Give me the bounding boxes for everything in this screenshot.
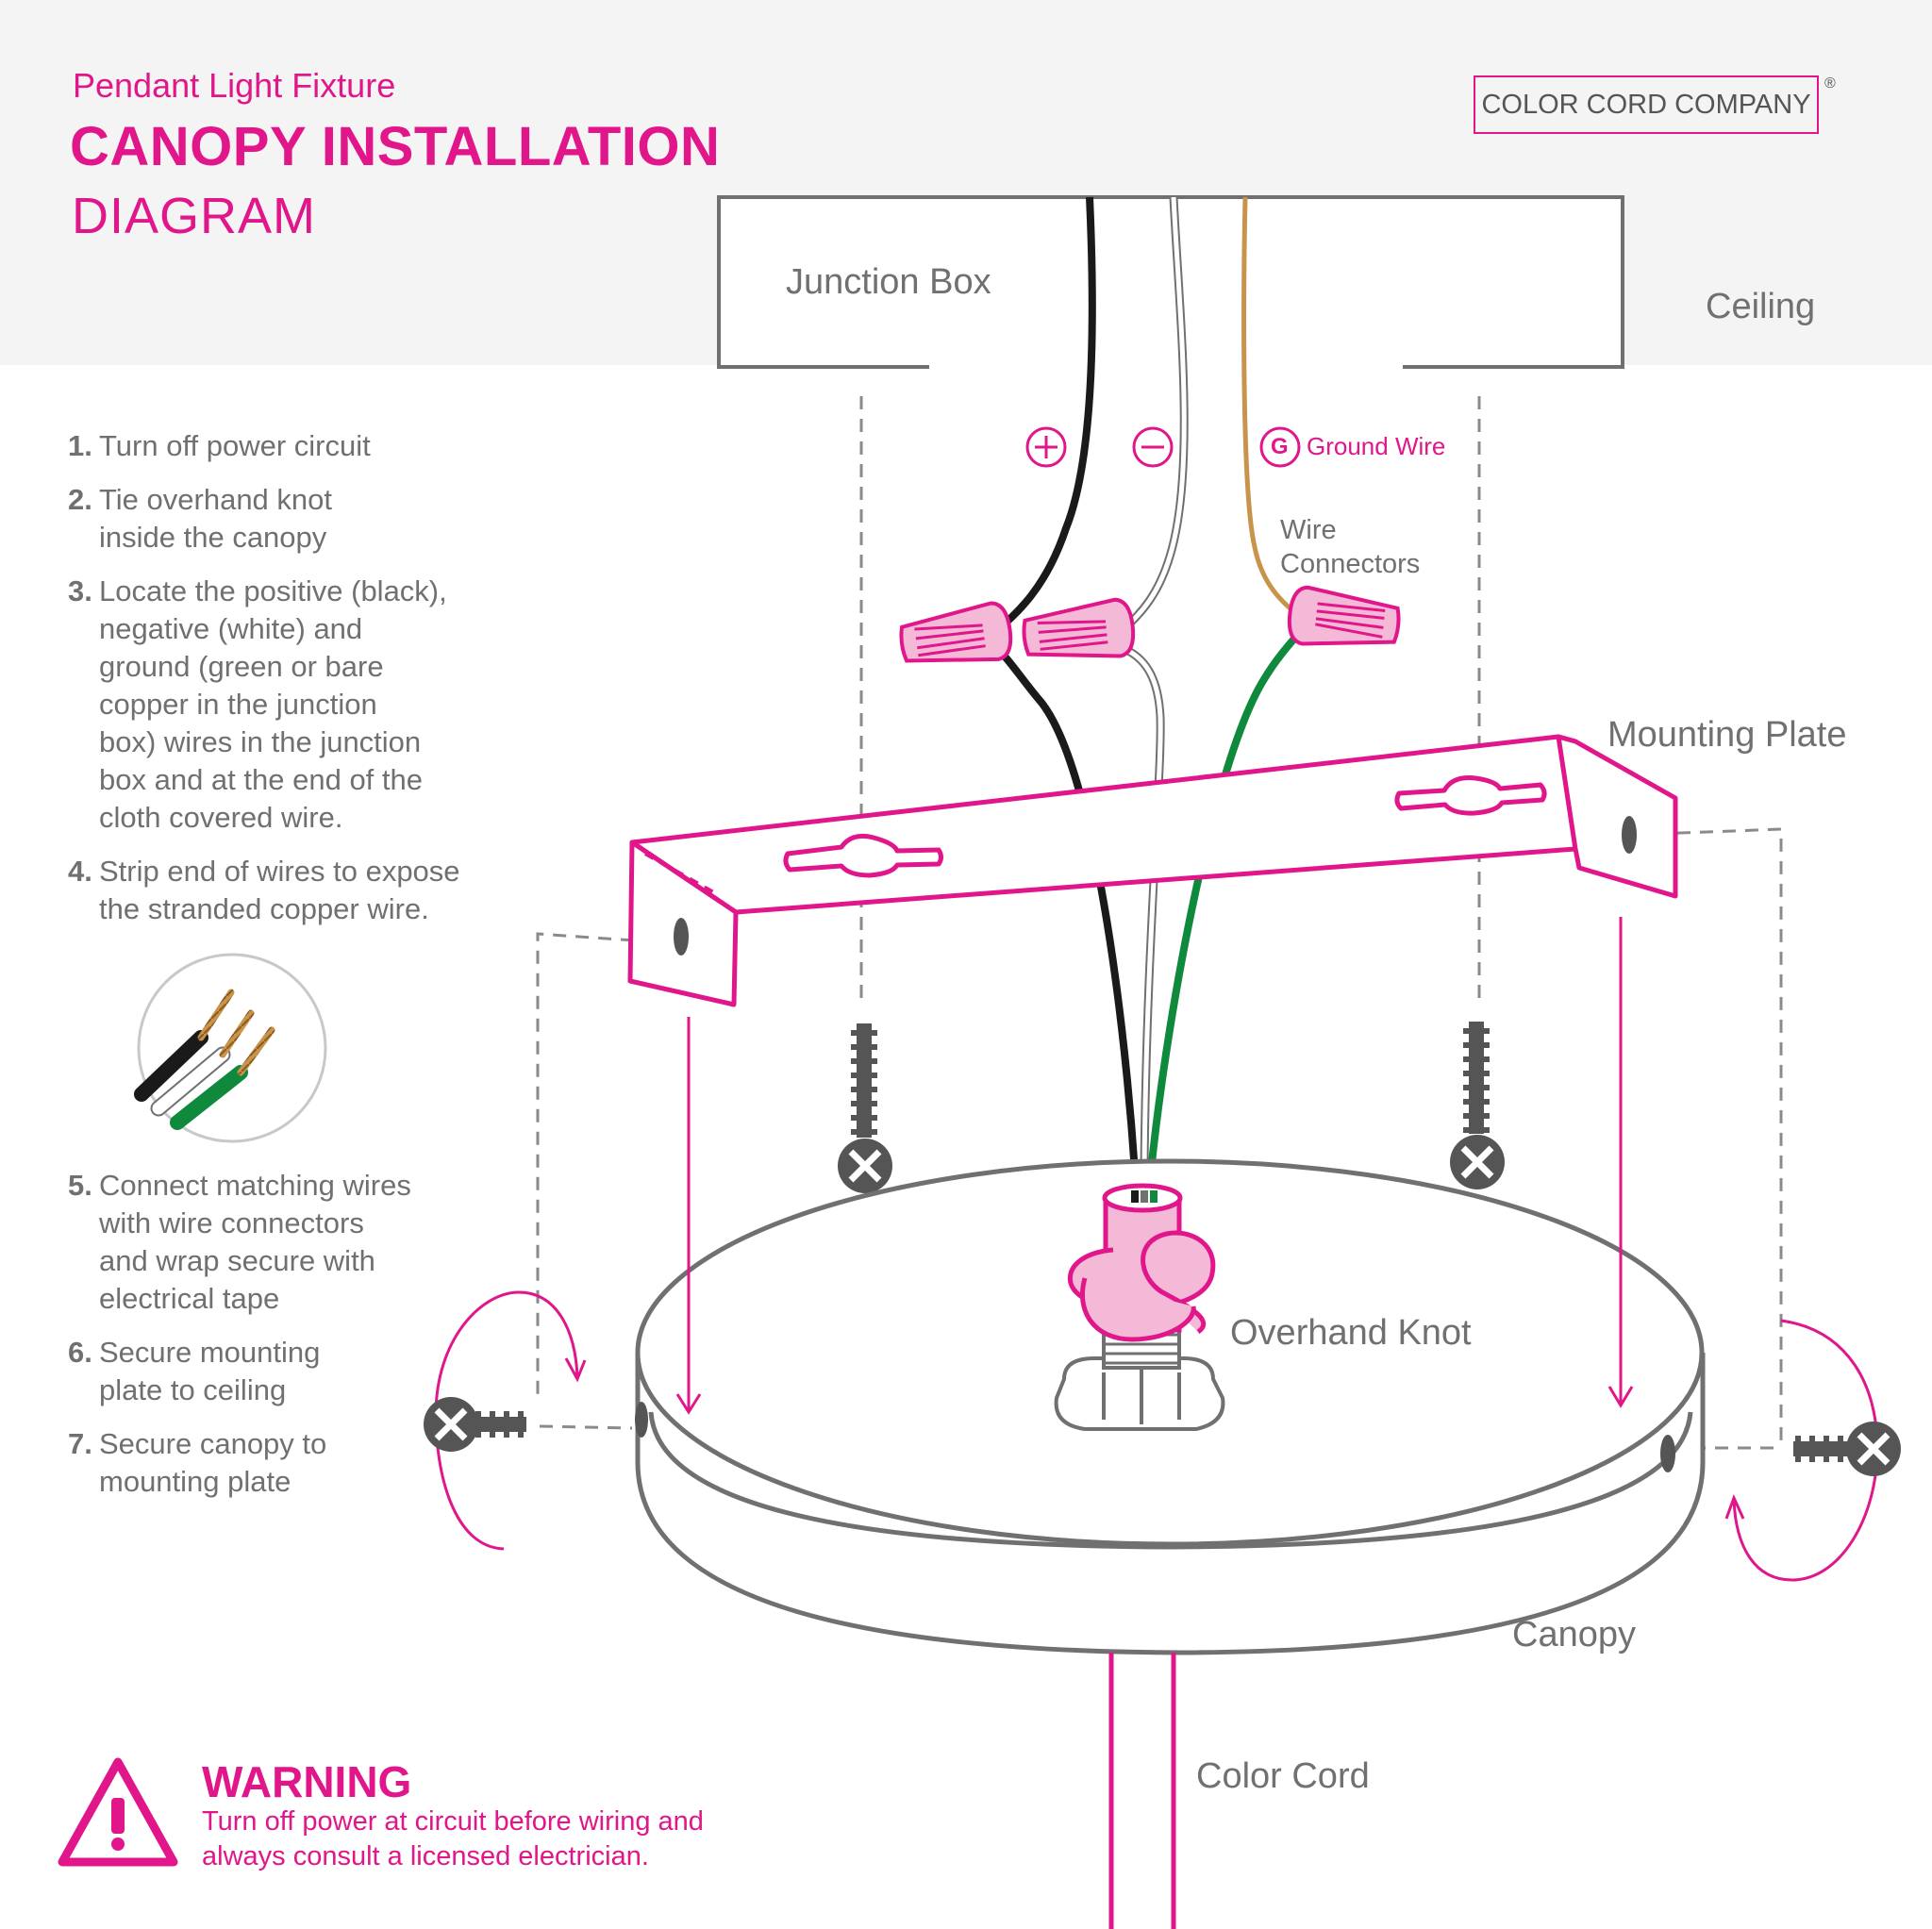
- step-text: Secure mounting plate to ceiling: [99, 1336, 321, 1406]
- canopy-hole-right: [1660, 1435, 1675, 1472]
- ground-wire-upper: [1241, 196, 1304, 620]
- label-mounting-plate: Mounting Plate: [1607, 715, 1847, 755]
- mounting-plate-hole-left: [674, 918, 689, 956]
- step-item: 2.Tie overhand knot inside the canopy: [68, 481, 460, 557]
- canopy-hole-left: [635, 1402, 648, 1438]
- warning-text: Turn off power at circuit before wiring …: [202, 1806, 704, 1871]
- label-ceiling: Ceiling: [1706, 287, 1816, 326]
- steps-list-top: 1.Turn off power circuit 2.Tie overhand …: [68, 427, 460, 944]
- step-number: 7.: [68, 1427, 92, 1460]
- subtitle: Pendant Light Fixture: [73, 66, 396, 105]
- label-wire-connectors: Wire Connectors: [1280, 515, 1421, 579]
- junction-box: [717, 195, 1624, 369]
- step-item: 4.Strip end of wires to expose the stran…: [68, 853, 460, 928]
- step-text: Locate the positive (black), negative (w…: [99, 574, 447, 834]
- page-title: CANOPY INSTALLATION: [70, 116, 721, 177]
- step-item: 7.Secure canopy to mounting plate: [68, 1425, 411, 1501]
- wire-connector-black: [899, 601, 1013, 663]
- ground-symbol-circle: [1259, 426, 1301, 468]
- step-number: 3.: [68, 574, 92, 607]
- step-number: 4.: [68, 855, 92, 888]
- screw-icon: [1793, 1422, 1901, 1476]
- label-ground-wire: Ground Wire: [1307, 432, 1446, 460]
- mounting-plate-hole-right: [1622, 816, 1637, 854]
- step-text: Secure canopy to mounting plate: [99, 1427, 327, 1498]
- step-item: 6.Secure mounting plate to ceiling: [68, 1334, 411, 1409]
- black-wire-lower: [995, 646, 1139, 1172]
- stripped-wires-illustration: [134, 953, 327, 1143]
- label-overhand-knot: Overhand Knot: [1230, 1313, 1472, 1353]
- label-junction-box: Junction Box: [786, 262, 991, 302]
- screw-icon: [1450, 1022, 1505, 1189]
- wire-connector-white: [1022, 597, 1136, 658]
- plus-icon: [1025, 426, 1067, 468]
- green-wire-lower: [1147, 629, 1304, 1172]
- step-text: Turn off power circuit: [99, 429, 371, 462]
- down-arrows: [675, 917, 1634, 1415]
- wire-ends-in-cord: [1131, 1190, 1158, 1203]
- label-canopy: Canopy: [1512, 1615, 1636, 1655]
- black-wire-upper: [990, 196, 1096, 638]
- step-text: Tie overhand knot inside the canopy: [99, 483, 333, 554]
- wire-connector-ground: [1287, 585, 1401, 646]
- step-number: 5.: [68, 1169, 92, 1202]
- rotation-arrows: [434, 1290, 1879, 1582]
- warning-title: WARNING: [202, 1757, 412, 1806]
- screw-icon: [424, 1397, 526, 1452]
- step-item: 1.Turn off power circuit: [68, 427, 460, 465]
- warning-icon: [58, 1757, 178, 1867]
- minus-icon: [1132, 426, 1174, 468]
- step-number: 2.: [68, 483, 92, 516]
- overhand-knot: [1067, 1183, 1216, 1342]
- brand-registered-mark: ®: [1824, 75, 1836, 91]
- screw-icon: [838, 1023, 892, 1193]
- ground-symbol-label: G: [1271, 434, 1289, 459]
- white-wire-lower: [1125, 647, 1165, 1172]
- label-color-cord: Color Cord: [1196, 1756, 1370, 1796]
- step-item: 5.Connect matching wires with wire conne…: [68, 1167, 411, 1318]
- brand-logo: COLOR CORD COMPANY: [1474, 75, 1819, 134]
- step-item: 3.Locate the positive (black), negative …: [68, 573, 460, 837]
- step-text: Connect matching wires with wire connect…: [99, 1169, 411, 1315]
- color-cord: [1108, 1653, 1176, 1929]
- step-number: 6.: [68, 1336, 92, 1369]
- step-text: Strip end of wires to expose the strande…: [99, 855, 460, 925]
- page-title-line2: DIAGRAM: [72, 188, 317, 244]
- steps-list-bottom: 5.Connect matching wires with wire conne…: [68, 1167, 411, 1517]
- step-number: 1.: [68, 429, 92, 462]
- white-wire-upper: [1119, 196, 1189, 634]
